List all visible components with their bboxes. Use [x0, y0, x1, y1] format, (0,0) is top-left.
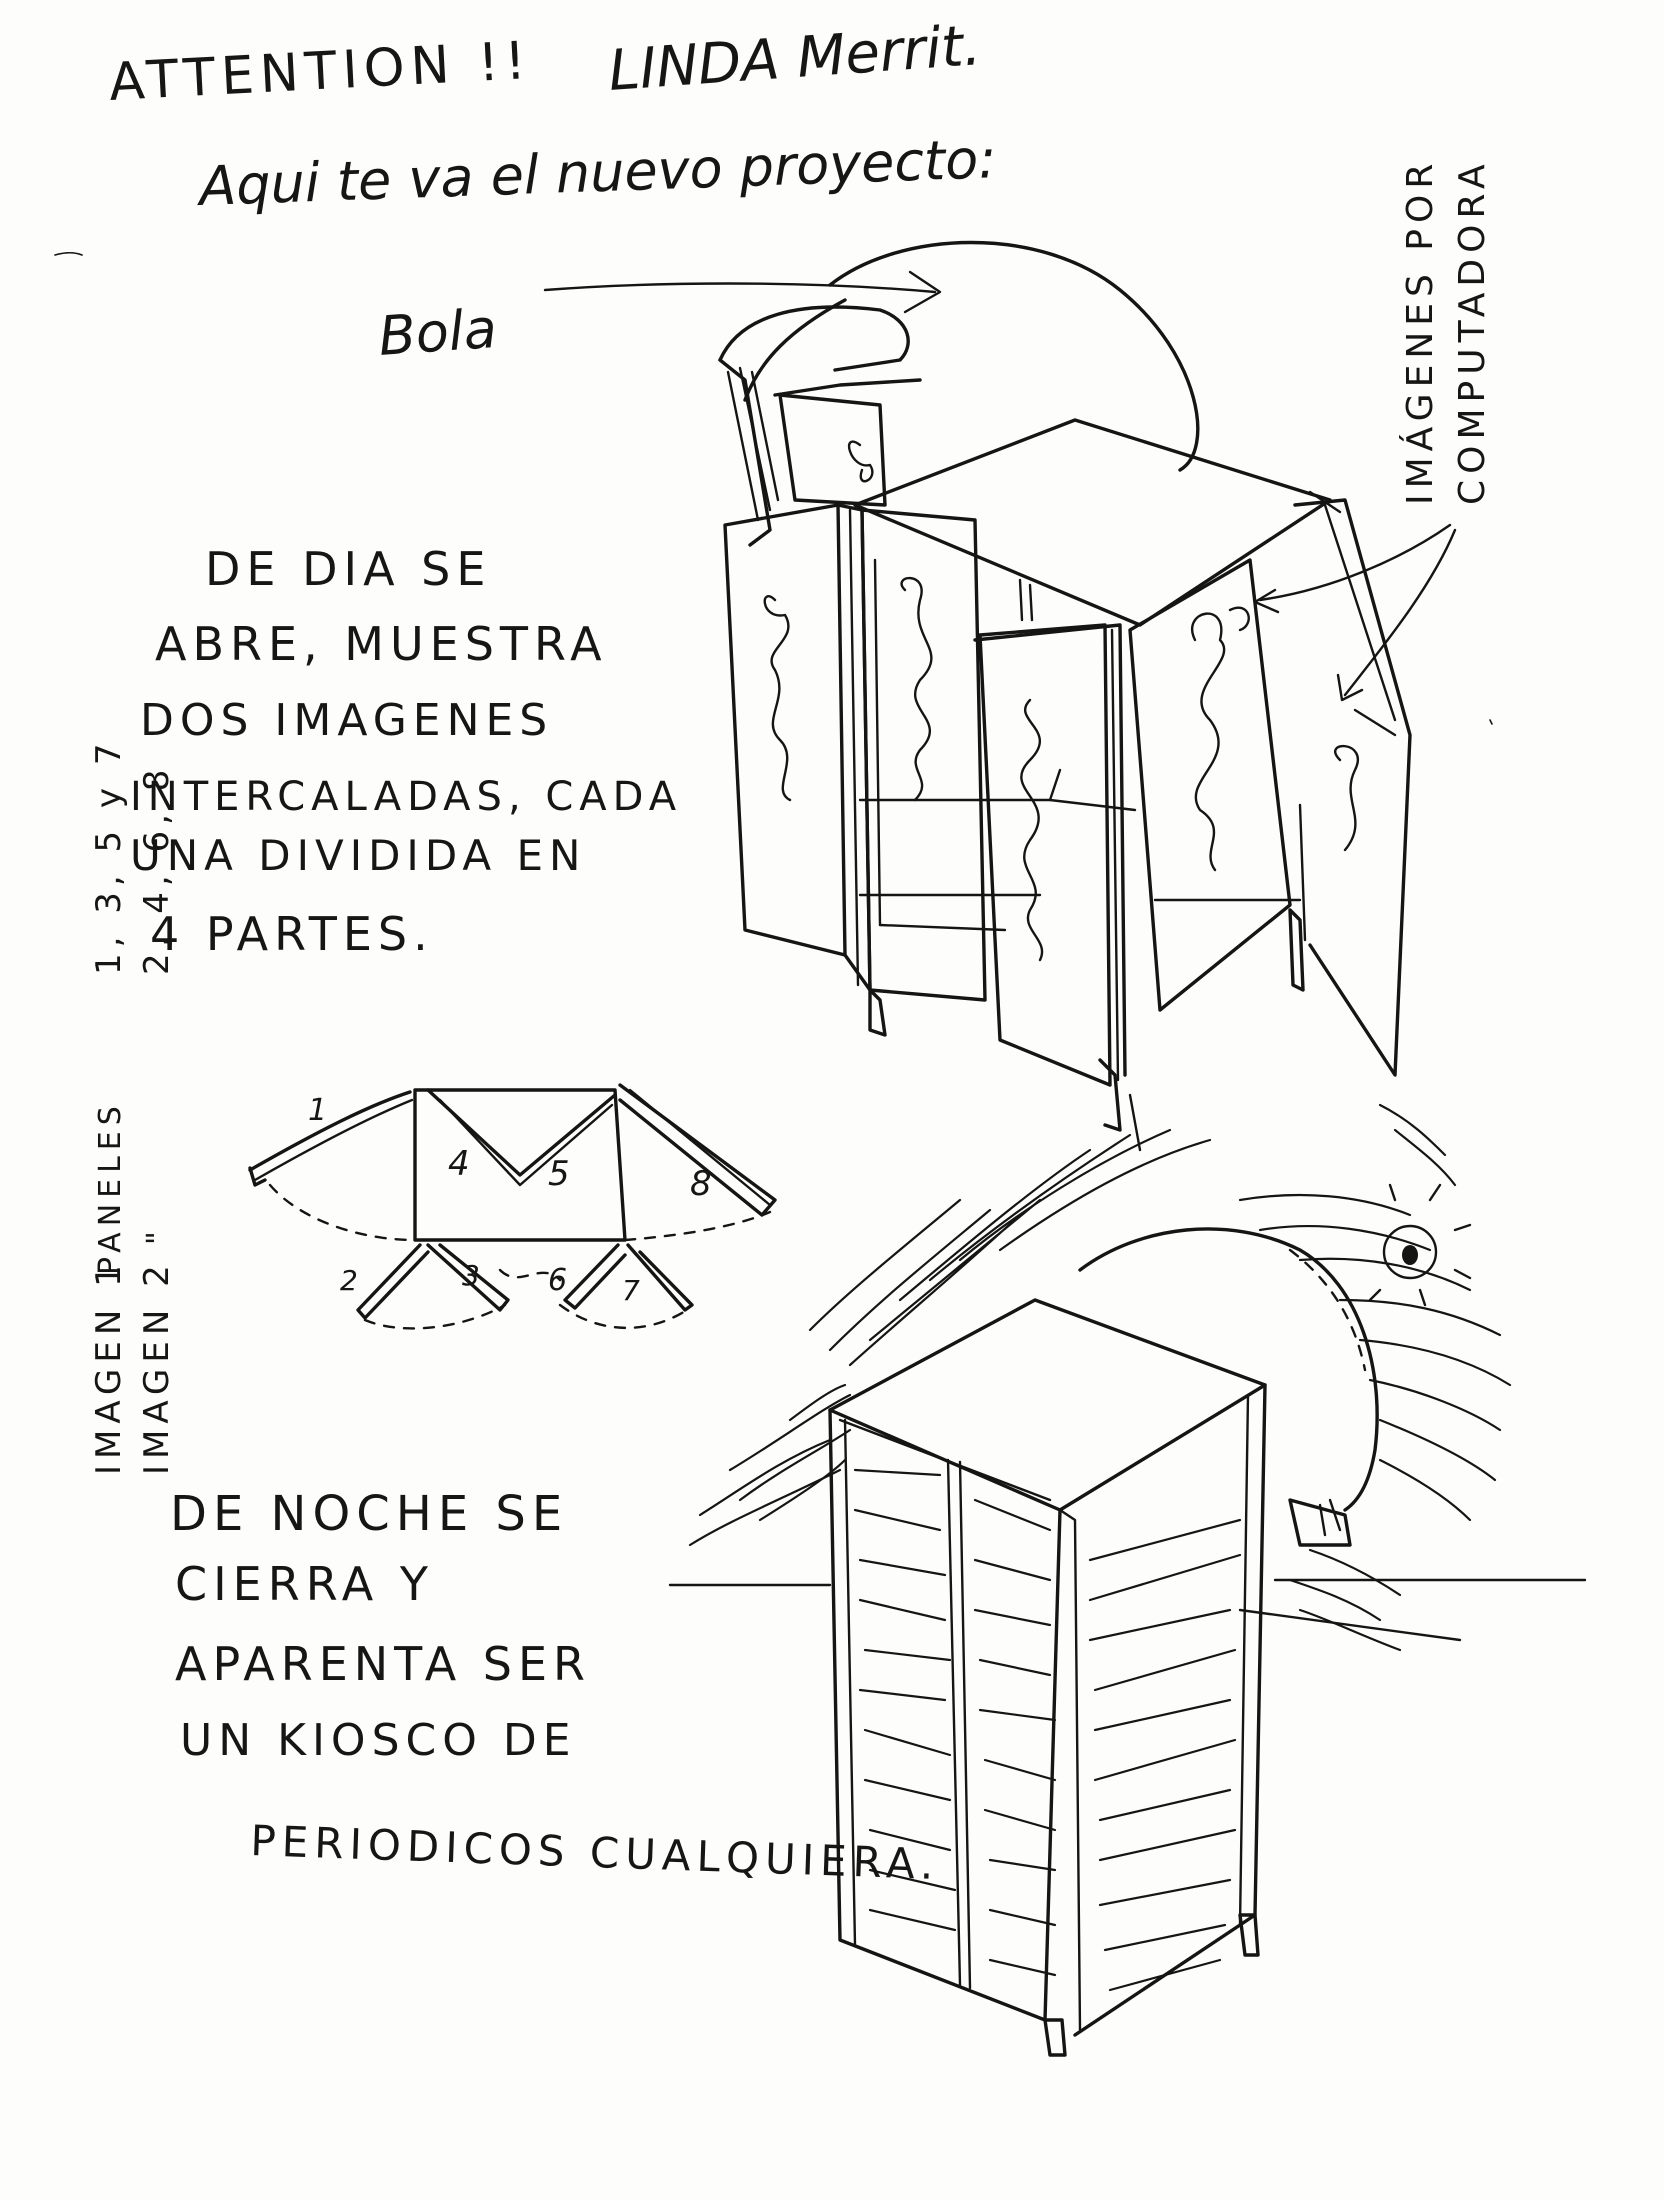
- panel-legend: IMAGEN 1 PANELES 1, 3, 5 y 7 IMAGEN 2 " …: [89, 738, 177, 1476]
- kiosk-top-open: [853, 418, 1332, 627]
- plan-number-2: 2: [340, 1264, 358, 1297]
- panel-plan-diagram: 1 2 3 4 5 6 7 8: [248, 1083, 777, 1330]
- plan-panel-8: [618, 1083, 777, 1217]
- plan-panel-2: [356, 1243, 430, 1320]
- plan-number-5: 5: [548, 1154, 570, 1194]
- day-note-line: 4 PARTES.: [150, 907, 434, 961]
- sun-icon: [1382, 1224, 1438, 1280]
- night-note-line: CIERRA Y: [175, 1557, 434, 1611]
- computer-images-label: IMÁGENES POR COMPUTADORA: [1399, 158, 1493, 505]
- panel-left-center: [860, 508, 987, 1002]
- day-note-line: DE DIA SE: [205, 542, 491, 596]
- header-attention: ATTENTION !!: [108, 31, 534, 113]
- ball-arrow: [543, 282, 937, 294]
- day-note-line: INTERCALADAS, CADA: [130, 774, 682, 820]
- plan-panel-6: [563, 1243, 627, 1310]
- plan-number-6: 6: [548, 1263, 567, 1298]
- panel-left: [723, 503, 847, 957]
- plan-number-7: 7: [622, 1274, 640, 1307]
- day-note: DE DIA SE ABRE, MUESTRA DOS IMAGENES INT…: [130, 542, 682, 961]
- night-note-line: APARENTA SER: [175, 1637, 591, 1691]
- panel-right-center: [1128, 558, 1292, 1012]
- kiosk-top-closed: [828, 1298, 1267, 1512]
- ball-outline: [828, 240, 1200, 472]
- panel-right: [1293, 498, 1412, 1077]
- legend-image1-panels: 1, 3, 5 y 7: [89, 738, 129, 976]
- legend-panels-word: PANELES: [93, 1100, 128, 1275]
- open-kiosk-drawing: [543, 240, 1457, 1152]
- plan-panel-1: [248, 1090, 412, 1172]
- night-note-line: DE NOCHE SE: [170, 1486, 568, 1542]
- day-note-line: ABRE, MUESTRA: [155, 617, 608, 671]
- legend-image2-panels: 2, 4, 6, 8: [137, 764, 177, 975]
- legend-image2-label: IMAGEN 2: [137, 1259, 177, 1475]
- closed-kiosk-drawing: [668, 1103, 1587, 2057]
- night-note-line: UN KIOSCO DE: [180, 1715, 577, 1766]
- computer-images-line1: IMÁGENES POR: [1399, 158, 1441, 505]
- scan-mark: [54, 251, 83, 256]
- plan-panel-7: [626, 1243, 694, 1312]
- legend-ditto: ": [141, 1225, 176, 1245]
- header-note: ATTENTION !! LINDA Merrit. Aqui te va el…: [108, 13, 998, 218]
- header-recipient: LINDA Merrit.: [606, 13, 983, 104]
- computer-images-line2: COMPUTADORA: [1452, 158, 1493, 505]
- day-note-line: DOS IMAGENES: [140, 695, 553, 746]
- plan-number-8: 8: [690, 1164, 712, 1204]
- ground-line-right: [1238, 1578, 1587, 1642]
- day-note-line: UNA DIVIDIDA EN: [130, 831, 586, 880]
- plan-number-3: 3: [462, 1259, 480, 1292]
- plan-number-1: 1: [308, 1093, 327, 1128]
- header-intro: Aqui te va el nuevo proyecto:: [195, 127, 997, 218]
- panel-center: [978, 623, 1112, 1087]
- night-note: DE NOCHE SE CIERRA Y APARENTA SER UN KIO…: [170, 1486, 940, 1889]
- night-ball-outline: [1078, 1227, 1379, 1512]
- night-hatching: [688, 1103, 1512, 1652]
- ball-label: Bola: [377, 297, 499, 368]
- plan-number-4: 4: [448, 1144, 470, 1184]
- legend-image1-label: IMAGEN 1: [89, 1259, 129, 1475]
- kiosk-left-face: [828, 1408, 1062, 2022]
